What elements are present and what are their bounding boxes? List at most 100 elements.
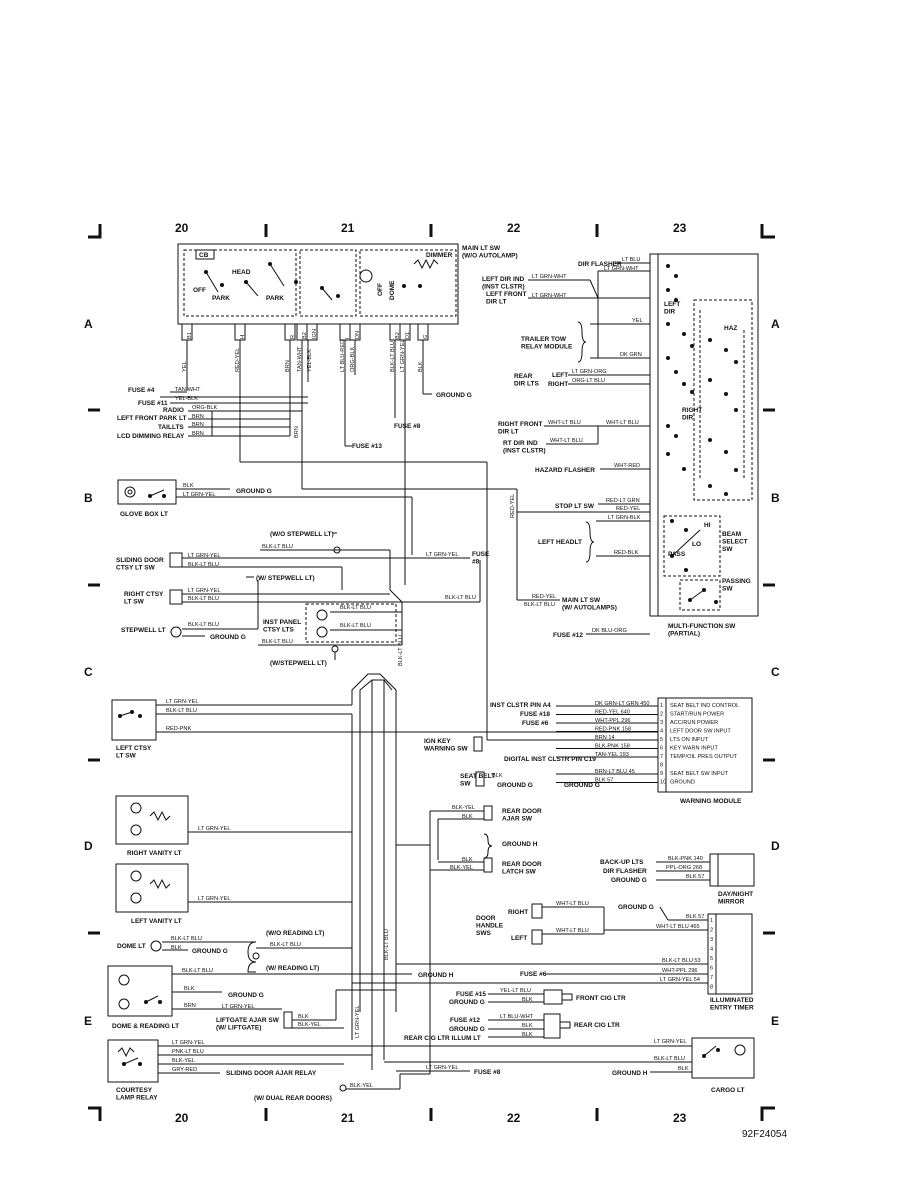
wm-pin-function: ACC/RUN POWER [670, 720, 718, 726]
col-label-bot-23: 23 [673, 1111, 687, 1125]
col-label-bot-21: 21 [341, 1111, 355, 1125]
rear-illum-blk: BLK [522, 1032, 533, 1038]
left-headlt-label: LEFT HEADLT [538, 539, 582, 546]
cargo-bulb [734, 1044, 746, 1056]
row-label-left-e: E [84, 1014, 92, 1028]
rear-wire2: ORG-LT BLU [572, 378, 605, 384]
corner-mark-tl [88, 224, 102, 239]
left-dir-ind-label: LEFT DIR IND(INST CLSTR) [482, 276, 525, 291]
fuse15-label: FUSE #15 [456, 991, 486, 998]
left-vanity-bulb2 [130, 892, 142, 904]
liftgate-wire3: BLK-YEL [298, 1022, 321, 1028]
et-blk57: BLK 57 [686, 914, 704, 920]
radio-wire: ORG-BLK [192, 405, 217, 411]
switch-contact [666, 452, 670, 456]
wm-pin-function: KEY WARN INPUT [670, 746, 718, 752]
pin-wire-color: YEL [182, 361, 188, 372]
dome-lt-label: DOME LT [117, 943, 146, 950]
trailer-tow-wire2: DK GRN [620, 352, 642, 358]
row-label-right-c: C [771, 665, 780, 679]
relay-wire2: PNK-LT BLU [172, 1049, 204, 1055]
wm-pin-number: 4 [660, 729, 663, 735]
pin-wire-color: LT BLU-RED [340, 340, 346, 372]
row-label-left-b: B [84, 491, 93, 505]
wm-source-1: FUSE #18 [520, 711, 550, 718]
liftgate-label: LIFTGATE AJAR SW(W/ LIFTGATE) [216, 1017, 280, 1032]
lt-grn-yel-long: LT GRN-YEL [355, 1006, 361, 1038]
switch-contact [708, 378, 712, 382]
head-label: HEAD [232, 269, 251, 276]
switch-contact [724, 348, 728, 352]
fuse8-label: FUSE #8 [394, 423, 421, 430]
switch-contact [666, 288, 670, 292]
rear-ajar-connector [483, 805, 493, 821]
dome-reading-label: DOME & READING LT [112, 1023, 179, 1030]
pin-wire-color: YEL-BLK [307, 349, 313, 372]
front-ground: GROUND G [449, 999, 485, 1006]
mirror-connector [709, 853, 719, 887]
reading-ground: GROUND G [228, 992, 264, 999]
pass-label: PASS [668, 551, 686, 558]
right-front-dir-wire2: WHT-LT BLU [606, 420, 639, 426]
dimmer-label: DIMMER [426, 252, 453, 259]
inst-panel-wire2: BLK-LT BLU [340, 623, 371, 629]
left-front-park-label: LEFT FRONT PARK LT [117, 415, 186, 422]
pin-label: IGN [312, 329, 318, 339]
dimmer-rheostat [413, 258, 439, 270]
row-label-left-d: D [84, 839, 93, 853]
rear-right-label: RIGHT [548, 381, 568, 388]
et-pin-number: 5 [710, 956, 713, 962]
row-label-left-c: C [84, 665, 93, 679]
switch-contact [682, 467, 686, 471]
left-vanity-bulb1 [130, 870, 142, 882]
wm-pin-number: 9 [660, 771, 663, 777]
main-lt-sw-box [177, 243, 459, 325]
reading-bulb2 [118, 998, 130, 1010]
switch-contact [724, 392, 728, 396]
left-ctsy-wire1: LT GRN-YEL [166, 699, 198, 705]
switch-contact [682, 382, 686, 386]
warning-module-connector [657, 697, 667, 793]
switch-contact [734, 408, 738, 412]
dual-rear-label: (W/ DUAL REAR DOORS) [254, 1095, 332, 1102]
sliding-door-wire1: LT GRN-YEL [188, 553, 220, 559]
dimmer-switch-symbol [359, 269, 373, 283]
rear-wire1: LT GRN-ORG [572, 369, 607, 375]
wm-pin-number: 3 [660, 720, 663, 726]
front-blk: BLK [522, 997, 533, 1003]
relay-wire1: LT GRN-YEL [172, 1040, 204, 1046]
switch-contact [670, 519, 674, 523]
switch-contact [724, 450, 728, 454]
left-headlt-wire1: LT GRN-BLK [608, 515, 641, 521]
ground-g-label: GROUND G [436, 392, 472, 399]
rear-ajar-wire1: BLK-YEL [452, 805, 475, 811]
left-vanity-label: LEFT VANITY LT [131, 918, 182, 925]
pin-label: DN [355, 331, 361, 339]
main-lt-sw-title: MAIN LT SW(W/O AUTOLAMP) [462, 245, 518, 260]
seat-belt-switch [475, 771, 485, 787]
left-dir-ind-wire: LT GRN-WHT [532, 274, 567, 280]
switch-contact [708, 338, 712, 342]
right-front-dir-wire: WHT-LT BLU [548, 420, 581, 426]
wm-pin-wire: RED-PNK 158 [595, 727, 631, 733]
dome-wire1: BLK-LT BLU [171, 936, 202, 942]
switch-contact [724, 492, 728, 496]
wm-pin-wire: WHT-PPL 296 [595, 718, 631, 724]
switch-contact [674, 370, 678, 374]
right-vanity-bulb2 [130, 824, 142, 836]
glove-box-wire2: LT GRN-YEL [183, 492, 215, 498]
wm-pin-number: 10 [660, 780, 666, 786]
rear-cig-label: REAR CIG LTR [574, 1022, 620, 1029]
figure-reference: 92F24054 [742, 1129, 787, 1140]
et-pin-number: 2 [710, 928, 713, 934]
rt-dir-ind-label: RT DIR IND(INST CLSTR) [503, 440, 546, 455]
rear-latch-wire2: BLK-YEL [450, 865, 473, 871]
park-label-2: PARK [266, 295, 284, 302]
